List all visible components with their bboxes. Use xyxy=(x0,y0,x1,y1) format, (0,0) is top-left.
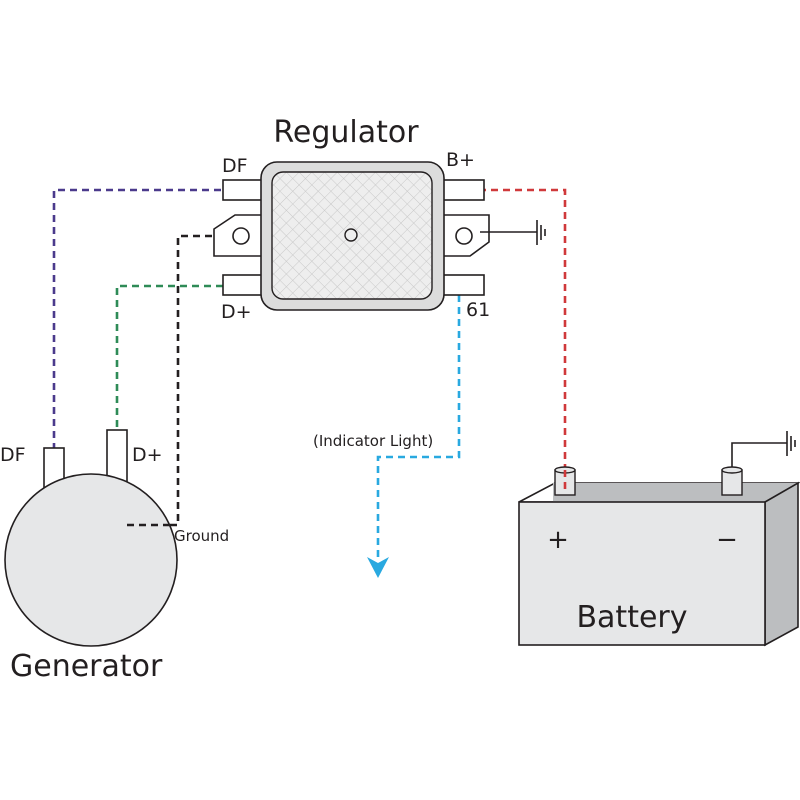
regulator-61-terminal xyxy=(441,274,485,296)
df-wire xyxy=(52,188,233,455)
ground-wire xyxy=(127,234,224,527)
battery-negative-symbol: − xyxy=(716,525,738,555)
b-plus-wire xyxy=(455,188,567,488)
battery-negative-post xyxy=(721,466,743,496)
indicator-light-label: (Indicator Light) xyxy=(313,432,433,450)
regulator-d-plus-terminal xyxy=(222,274,266,296)
battery-side xyxy=(764,481,799,647)
battery-top-inner xyxy=(553,483,798,502)
battery: + − Battery xyxy=(518,431,800,647)
right-mount-hole xyxy=(455,227,473,245)
generator-ground-label: Ground xyxy=(174,527,229,545)
generator-title: Generator xyxy=(10,649,163,684)
left-mount-hole xyxy=(232,227,250,245)
battery-front xyxy=(518,501,766,646)
regulator-b-plus-terminal xyxy=(441,179,485,201)
ground-symbol-icon xyxy=(536,220,546,245)
generator-d-plus-label: D+ xyxy=(132,444,163,466)
battery-positive-symbol: + xyxy=(547,525,569,555)
generator: DF D+ Ground Generator xyxy=(0,429,229,684)
regulator: Regulator DF B+ D+ 61 xyxy=(213,115,546,323)
d-plus-wire xyxy=(115,284,235,465)
arrow-down-icon xyxy=(367,557,389,578)
regulator-b-plus-label: B+ xyxy=(446,149,475,171)
indicator-wire xyxy=(376,283,461,560)
regulator-center-hole xyxy=(344,228,358,242)
regulator-d-plus-label: D+ xyxy=(221,301,252,323)
regulator-df-terminal xyxy=(222,179,266,201)
battery-title: Battery xyxy=(576,600,687,635)
generator-body xyxy=(4,473,178,647)
regulator-title: Regulator xyxy=(273,115,419,150)
battery-ground-lead xyxy=(731,442,787,467)
regulator-61-label: 61 xyxy=(466,299,490,321)
regulator-df-label: DF xyxy=(222,155,248,177)
ground-symbol-icon xyxy=(786,431,796,456)
generator-df-label: DF xyxy=(0,444,26,466)
